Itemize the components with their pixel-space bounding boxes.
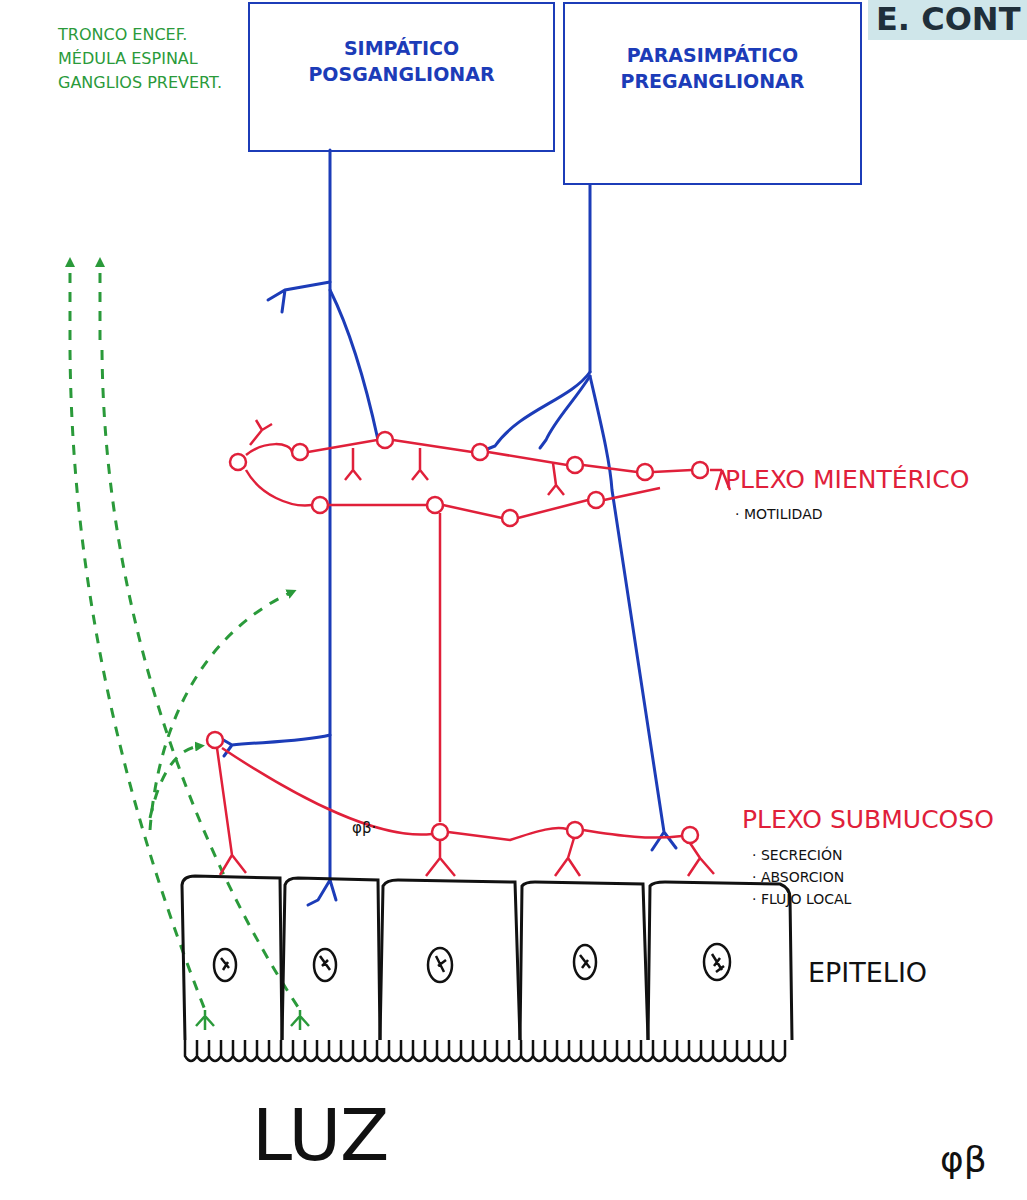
function-item: · SECRECIÓN [752,848,842,863]
plexus-name: PLEXO MIENTÉRICO [725,466,969,494]
nerve-source-box: SIMPÁTICO POSGANGLIONAR [248,2,555,152]
myenteric-network [246,420,730,822]
box-text: PARASIMPÁTICO PREGANGLIONAR [575,43,850,94]
function-item: · MOTILIDAD [735,507,823,522]
microvilli-edge [185,1040,785,1061]
signature: φβ [940,1140,987,1180]
submucosal-neurons [207,732,698,843]
signature: φβ· [352,820,376,837]
sensory-endings [196,1010,309,1030]
autonomic-fibres [220,150,676,905]
microvilli [185,1040,785,1061]
submucosal-network [217,748,714,876]
nerve-source-box: PARASIMPÁTICO PREGANGLIONAR [563,2,862,185]
epithelium-cells [182,876,792,1040]
origin-label: MÉDULA ESPINAL [58,50,198,68]
header-fragment: E. CONT [876,2,1020,37]
myenteric-neurons [230,432,708,526]
box-text: SIMPÁTICO POSGANGLIONAR [260,36,543,87]
plexus-name: PLEXO SUBMUCOSO [742,806,994,834]
layer-name: EPITELIO [808,958,927,988]
lumen-label: LUZ [252,1096,389,1175]
nuclei [214,944,730,982]
function-item: · ABSORCION [752,870,844,885]
header-tab [868,0,1027,40]
origin-label: TRONCO ENCEF. [58,26,187,44]
function-item: · FLUJO LOCAL [752,892,851,907]
afferent-paths [70,262,300,1010]
origin-label: GANGLIOS PREVERT. [58,74,222,92]
